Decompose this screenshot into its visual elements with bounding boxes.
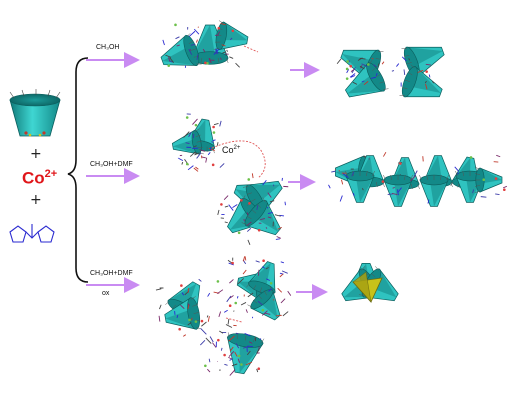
route-2-chain-framework [328, 151, 508, 204]
route-2-ligand-framework [177, 113, 225, 172]
route-2-chain-cone-5 [383, 174, 413, 207]
route-3-cone-f [227, 332, 265, 375]
route-1-cone-right [213, 20, 249, 51]
branch-bracket [67, 57, 89, 283]
route-2-cobalt-label: Co2+ [222, 145, 240, 155]
calixarene-reactant [9, 89, 61, 137]
route-3-cone-d [246, 261, 276, 298]
route-3-framework-bottom [199, 328, 262, 376]
route-1-dashed-link [243, 45, 259, 53]
route-3-condition: CH₃OH+DMF [90, 270, 133, 277]
route-2-cobalt-symbol: Co [222, 145, 234, 155]
plus-sign-1: + [30, 146, 42, 162]
cobalt-ion-label: Co2+ [22, 168, 57, 189]
route-1-condition: CH₃OH [96, 44, 120, 51]
route-1-product-cone-4 [399, 64, 443, 98]
route-3-framework-right [227, 256, 292, 319]
calixarene-cones [160, 20, 503, 375]
plus-sign-2: + [30, 192, 42, 208]
coordination-frameworks [155, 23, 508, 376]
route-2-cage-framework [217, 173, 289, 245]
cobalt-ion-symbol: Co [22, 168, 45, 188]
route-2-chain-cone-7 [419, 174, 449, 207]
route-2-chain-cone-10 [474, 166, 503, 194]
route-2-condition: CH₃OH+DMF [90, 161, 133, 168]
route-1-product-framework [336, 56, 435, 90]
route-1-intermediate-framework [162, 23, 240, 68]
route-2-cage-cone-2 [242, 180, 283, 216]
cobalt-ion-charge: 2+ [44, 168, 58, 180]
route-2-cobalt-charge: 2+ [233, 145, 241, 151]
route-2-coordination-link [211, 140, 266, 179]
route-3-dashed-link [225, 317, 243, 323]
route-2-cage-cone-4 [241, 197, 281, 236]
bis-tetrazole-ligand [9, 224, 55, 243]
route-2-chain-cone-3 [345, 170, 375, 203]
route-3-additive: ox [102, 290, 110, 297]
route-3-framework-left [155, 278, 237, 343]
route-1-cone-left [160, 33, 202, 66]
tetrahedral-cage [352, 271, 383, 303]
